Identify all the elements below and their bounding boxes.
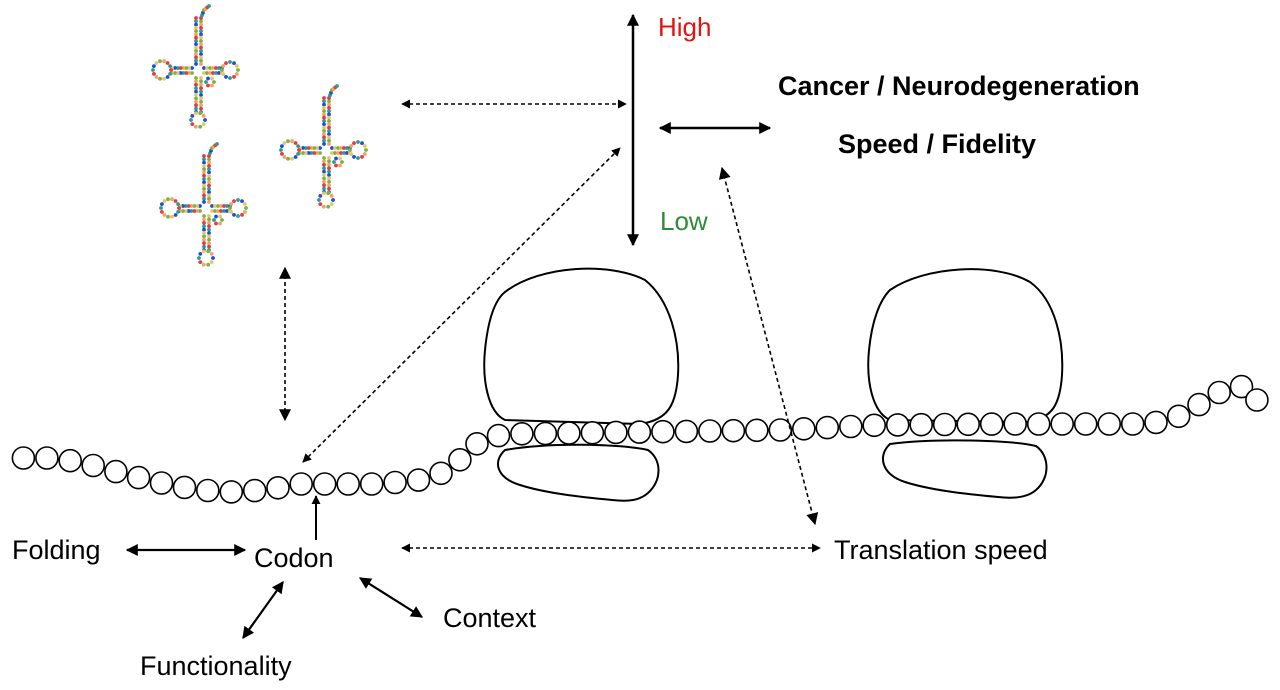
nucleotide-bead bbox=[698, 419, 722, 443]
nucleotide-bead bbox=[172, 475, 197, 500]
nucleotide-bead bbox=[557, 421, 581, 445]
nucleotide-bead bbox=[104, 459, 128, 484]
nucleotide-bead bbox=[838, 414, 863, 439]
nucleotide-bead bbox=[219, 480, 244, 504]
nucleotide-bead bbox=[1026, 412, 1051, 436]
ribosome-small-subunit-1 bbox=[496, 443, 660, 502]
speed-to-translation-dashed-arrow bbox=[718, 166, 819, 526]
nucleotide-bead bbox=[266, 475, 290, 500]
nucleotide-bead bbox=[35, 446, 59, 470]
nucleotide-bead bbox=[448, 447, 472, 472]
speed-fidelity-label: Speed / Fidelity bbox=[838, 129, 1037, 159]
nucleotide-bead bbox=[1144, 410, 1168, 435]
nucleotide-bead bbox=[11, 446, 36, 470]
nucleotide-bead bbox=[126, 465, 151, 490]
nucleotide-bead bbox=[312, 472, 337, 496]
mrna-chain bbox=[11, 374, 1269, 504]
nucleotide-bead bbox=[1073, 412, 1098, 436]
trna-cloverleaf bbox=[159, 142, 248, 267]
nucleotide-bead bbox=[1050, 412, 1074, 436]
nucleotide-bead bbox=[242, 478, 267, 503]
trna-structures bbox=[151, 4, 368, 267]
nucleotide-bead bbox=[149, 471, 174, 495]
nucleotide-bead bbox=[1187, 392, 1211, 417]
nucleotide-bead bbox=[721, 418, 746, 443]
folding-label: Folding bbox=[12, 535, 101, 565]
translation-speed-label: Translation speed bbox=[834, 535, 1048, 565]
nucleotide-bead bbox=[627, 420, 652, 444]
nucleotide-bead bbox=[885, 413, 910, 437]
nucleotide-bead bbox=[956, 412, 981, 437]
nucleotide-bead bbox=[1166, 404, 1191, 429]
nucleotide-bead bbox=[1097, 412, 1121, 436]
nucleotide-bead bbox=[289, 472, 314, 496]
nucleotide-bead bbox=[909, 412, 934, 437]
nucleotide-bead bbox=[1245, 388, 1269, 412]
nucleotide-bead bbox=[862, 413, 887, 438]
nucleotide-bead bbox=[815, 415, 840, 440]
nucleotide-bead bbox=[651, 419, 675, 444]
codon-context-arrow bbox=[358, 577, 424, 618]
codon-to-axis-diagonal-dashed-arrow bbox=[302, 147, 621, 463]
nucleotide-bead bbox=[1207, 380, 1231, 405]
nucleotide-bead bbox=[486, 423, 511, 448]
nucleotide-bead bbox=[510, 421, 534, 446]
nucleotide-bead bbox=[429, 461, 453, 486]
nucleotide-bead bbox=[1120, 412, 1145, 436]
nucleotide-bead bbox=[604, 420, 628, 445]
nucleotide-bead bbox=[744, 418, 769, 443]
nucleotide-bead bbox=[1003, 412, 1028, 436]
nucleotide-bead bbox=[533, 421, 558, 446]
codon-label: Codon bbox=[254, 543, 334, 573]
nucleotide-bead bbox=[196, 478, 220, 503]
nucleotide-bead bbox=[674, 419, 699, 444]
disease-label: Cancer / Neurodegeneration bbox=[778, 71, 1140, 101]
nucleotide-bead bbox=[336, 472, 361, 496]
functionality-label: Functionality bbox=[140, 651, 292, 681]
nucleotide-bead bbox=[791, 416, 816, 441]
nucleotide-bead bbox=[58, 448, 82, 473]
codon-functionality-arrow bbox=[242, 581, 284, 639]
ribosome-small-subunit-2 bbox=[881, 439, 1048, 499]
level-low-label: Low bbox=[660, 206, 708, 236]
ribosome-large-subunit-1 bbox=[483, 267, 680, 426]
nucleotide-bead bbox=[1229, 374, 1254, 399]
nucleotide-bead bbox=[979, 412, 1004, 436]
trna-cloverleaf bbox=[151, 4, 240, 129]
ribosome-large-subunit-2 bbox=[867, 268, 1064, 424]
nucleotide-bead bbox=[580, 420, 605, 445]
nucleotide-bead bbox=[406, 468, 431, 492]
nucleotide-bead bbox=[932, 412, 957, 437]
context-label: Context bbox=[443, 603, 537, 633]
level-high-label: High bbox=[658, 12, 712, 42]
nucleotide-bead bbox=[359, 472, 384, 496]
trna-cloverleaf bbox=[279, 84, 368, 209]
nucleotide-bead bbox=[465, 431, 489, 456]
nucleotide-bead bbox=[81, 453, 105, 478]
nucleotide-bead bbox=[383, 470, 407, 495]
